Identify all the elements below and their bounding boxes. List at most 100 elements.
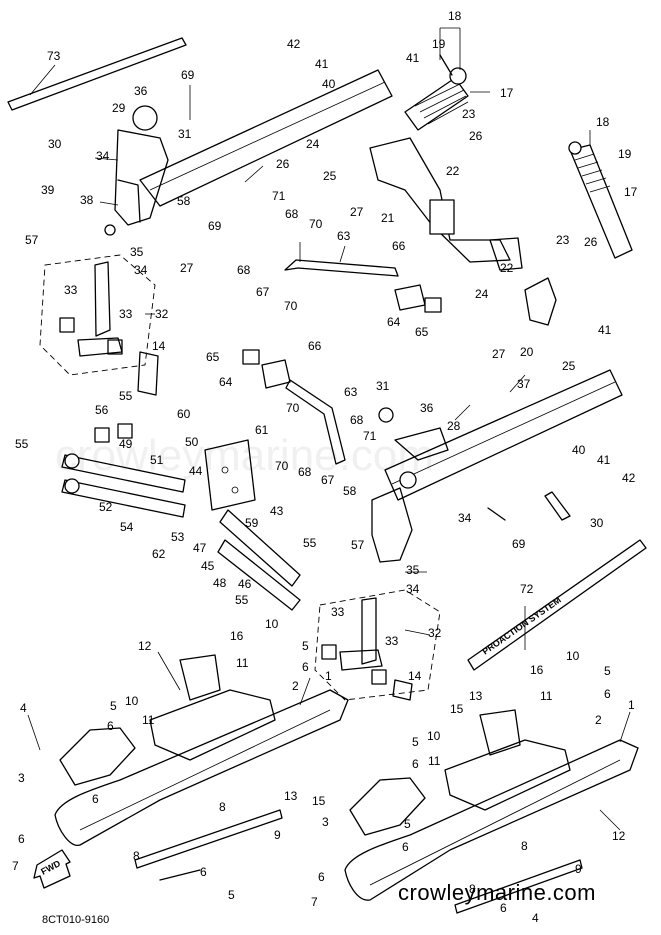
callout-67: 67 bbox=[321, 473, 335, 487]
callout-10: 10 bbox=[125, 694, 139, 708]
callout-11: 11 bbox=[540, 689, 553, 703]
callout-71: 71 bbox=[363, 429, 377, 443]
callout-18: 18 bbox=[448, 9, 462, 23]
callout-40: 40 bbox=[322, 77, 336, 91]
callout-24: 24 bbox=[306, 137, 320, 151]
callout-8: 8 bbox=[521, 839, 528, 853]
diagram-code: 8CT010-9160 bbox=[42, 914, 110, 926]
callout-40: 40 bbox=[572, 443, 586, 457]
decal-text: PROACTION SYSTEM bbox=[480, 595, 562, 657]
callout-52: 52 bbox=[99, 500, 113, 514]
callout-23: 23 bbox=[556, 233, 570, 247]
callout-6: 6 bbox=[92, 792, 99, 806]
callout-67: 67 bbox=[256, 285, 270, 299]
callout-41: 41 bbox=[598, 323, 612, 337]
callout-65: 65 bbox=[206, 350, 220, 364]
callout-69: 69 bbox=[512, 537, 526, 551]
leader-lines bbox=[27, 27, 631, 831]
callout-42: 42 bbox=[287, 37, 301, 51]
callout-68: 68 bbox=[237, 263, 251, 277]
callout-72: 72 bbox=[520, 582, 534, 596]
callout-5: 5 bbox=[228, 888, 235, 902]
callout-6: 6 bbox=[200, 865, 207, 879]
callout-69: 69 bbox=[181, 68, 195, 82]
callout-5: 5 bbox=[412, 735, 419, 749]
callout-1: 1 bbox=[325, 669, 332, 683]
callout-46: 46 bbox=[238, 577, 252, 591]
left-ski-assembly bbox=[54, 654, 349, 881]
callout-66: 66 bbox=[392, 239, 406, 253]
callout-27: 27 bbox=[180, 261, 194, 275]
callout-54: 54 bbox=[120, 520, 134, 534]
callout-26: 26 bbox=[276, 157, 290, 171]
watermark-ghost: crowleymarine.com bbox=[55, 431, 434, 480]
callout-53: 53 bbox=[171, 530, 185, 544]
callout-68: 68 bbox=[298, 465, 312, 479]
shock-absorber-upper bbox=[404, 54, 469, 131]
callout-64: 64 bbox=[219, 375, 233, 389]
callout-55: 55 bbox=[15, 437, 29, 451]
callout-50: 50 bbox=[185, 435, 199, 449]
callout-19: 19 bbox=[432, 37, 446, 51]
callout-10: 10 bbox=[566, 649, 580, 663]
callout-7: 7 bbox=[311, 895, 318, 909]
callout-36: 36 bbox=[420, 401, 434, 415]
callout-26: 26 bbox=[469, 129, 483, 143]
callout-70: 70 bbox=[284, 299, 298, 313]
callout-30: 30 bbox=[590, 516, 604, 530]
callout-33: 33 bbox=[119, 307, 133, 321]
callout-11: 11 bbox=[142, 713, 155, 727]
callout-45: 45 bbox=[201, 559, 215, 573]
callout-30: 30 bbox=[48, 137, 62, 151]
callout-9: 9 bbox=[274, 828, 281, 842]
callout-58: 58 bbox=[177, 194, 191, 208]
callout-15: 15 bbox=[450, 702, 464, 716]
callout-6: 6 bbox=[402, 840, 409, 854]
callout-8: 8 bbox=[133, 849, 140, 863]
callout-6: 6 bbox=[18, 832, 25, 846]
callout-55: 55 bbox=[235, 593, 249, 607]
callout-55: 55 bbox=[303, 536, 317, 550]
callout-17: 17 bbox=[500, 86, 514, 100]
callout-10: 10 bbox=[265, 617, 279, 631]
callout-49: 49 bbox=[119, 437, 133, 451]
callout-33: 33 bbox=[385, 634, 399, 648]
callout-8: 8 bbox=[219, 800, 226, 814]
callout-34: 34 bbox=[134, 263, 148, 277]
callout-32: 32 bbox=[428, 626, 442, 640]
callout-6: 6 bbox=[318, 870, 325, 884]
callout-62: 62 bbox=[152, 547, 166, 561]
callout-11: 11 bbox=[236, 656, 249, 670]
callout-55: 55 bbox=[119, 389, 133, 403]
callout-4: 4 bbox=[20, 701, 27, 715]
callout-63: 63 bbox=[337, 229, 351, 243]
upper-suspension-assembly bbox=[7, 37, 633, 376]
callout-68: 68 bbox=[350, 413, 364, 427]
callout-60: 60 bbox=[177, 407, 191, 421]
callout-22: 22 bbox=[500, 261, 514, 275]
watermark-brand: crowleymarine.com bbox=[398, 880, 596, 905]
callout-6: 6 bbox=[500, 901, 507, 915]
callout-16: 16 bbox=[230, 629, 244, 643]
callout-5: 5 bbox=[110, 699, 117, 713]
callout-15: 15 bbox=[312, 794, 326, 808]
callout-31: 31 bbox=[178, 127, 192, 141]
right-ski-assembly bbox=[344, 709, 639, 914]
callout-16: 16 bbox=[530, 663, 544, 677]
callout-20: 20 bbox=[520, 345, 534, 359]
callout-2: 2 bbox=[595, 713, 602, 727]
callout-37: 37 bbox=[517, 377, 531, 391]
callout-14: 14 bbox=[152, 339, 166, 353]
callout-18: 18 bbox=[596, 115, 610, 129]
callout-8: 8 bbox=[469, 882, 476, 896]
callout-12: 12 bbox=[138, 639, 152, 653]
callout-12: 12 bbox=[612, 829, 626, 843]
callout-33: 33 bbox=[331, 605, 345, 619]
callout-27: 27 bbox=[350, 205, 364, 219]
callout-2: 2 bbox=[292, 679, 299, 693]
callout-33: 33 bbox=[64, 283, 78, 297]
shock-absorber-right bbox=[568, 141, 633, 259]
callout-6: 6 bbox=[107, 719, 114, 733]
callout-70: 70 bbox=[286, 401, 300, 415]
